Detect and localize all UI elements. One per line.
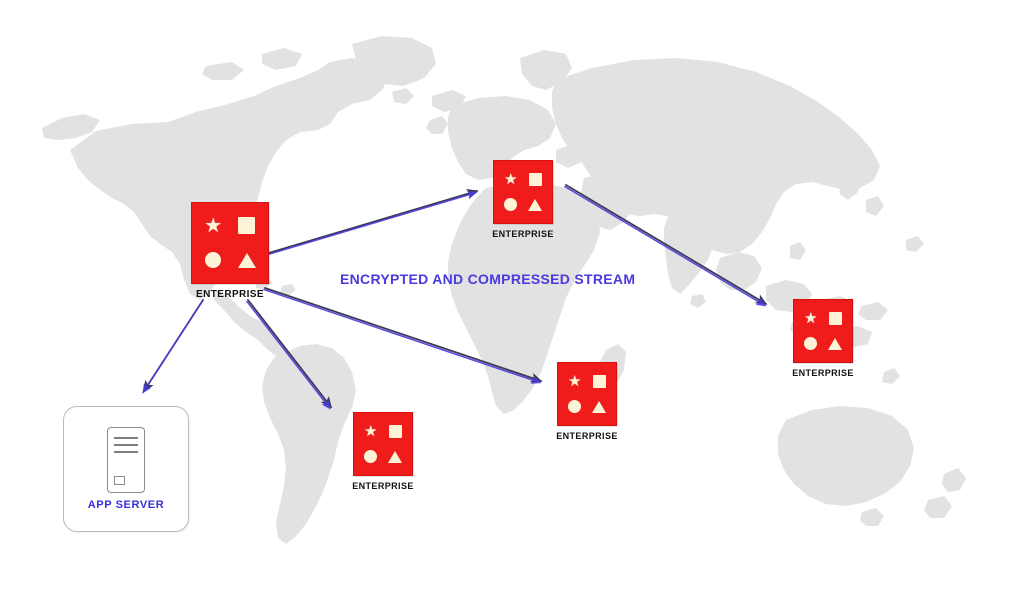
enterprise-icon: ★ (493, 160, 553, 224)
node-label: ENTERPRISE (556, 431, 618, 441)
circle-icon (568, 400, 582, 414)
square-icon (528, 172, 542, 186)
circle-icon (804, 337, 818, 351)
link-na-to-app-server (142, 299, 204, 394)
link-na-to-europe (260, 189, 479, 258)
star-icon: ★ (804, 309, 818, 327)
link-na-to-south-america (246, 299, 332, 410)
node-enterprise-africa[interactable]: ★ ENTERPRISE (549, 362, 625, 441)
node-enterprise-europe[interactable]: ★ ENTERPRISE (485, 160, 561, 239)
node-label: ENTERPRISE (792, 368, 854, 378)
enterprise-icon: ★ (557, 362, 617, 426)
square-icon (388, 424, 402, 438)
triangle-icon (528, 198, 543, 211)
node-label: ENTERPRISE (492, 229, 554, 239)
triangle-icon (592, 400, 607, 413)
star-icon: ★ (504, 170, 518, 188)
square-icon (592, 374, 606, 388)
app-server-label: APP SERVER (87, 499, 165, 511)
star-icon: ★ (568, 372, 582, 390)
circle-icon (364, 450, 378, 464)
circle-icon (205, 252, 222, 269)
enterprise-icon: ★ (191, 202, 269, 284)
link-na-to-africa (263, 287, 543, 384)
square-icon (238, 217, 256, 235)
triangle-icon (828, 337, 843, 350)
circle-icon (504, 198, 518, 212)
encrypted-stream-label: ENCRYPTED AND COMPRESSED STREAM (340, 271, 636, 287)
node-label: ENTERPRISE (196, 289, 264, 300)
node-label: ENTERPRISE (352, 481, 414, 491)
enterprise-icon: ★ (353, 412, 413, 476)
node-enterprise-north-america[interactable]: ★ ENTERPRISE (180, 202, 280, 300)
triangle-icon (237, 252, 256, 268)
link-europe-to-east-asia (564, 184, 768, 307)
node-enterprise-east-asia[interactable]: ★ ENTERPRISE (785, 299, 861, 378)
star-icon: ★ (204, 214, 223, 237)
square-icon (828, 311, 842, 325)
triangle-icon (388, 450, 403, 463)
enterprise-icon: ★ (793, 299, 853, 363)
star-icon: ★ (364, 422, 378, 440)
server-tower-icon (107, 427, 145, 493)
app-server-node[interactable]: APP SERVER (63, 406, 189, 532)
node-enterprise-south-america[interactable]: ★ ENTERPRISE (345, 412, 421, 491)
